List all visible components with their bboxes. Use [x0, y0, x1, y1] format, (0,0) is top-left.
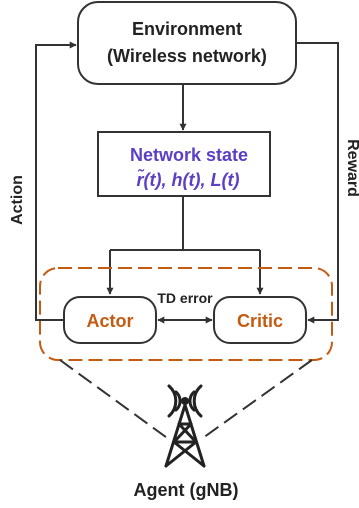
- agent-group-box: [39, 267, 333, 361]
- agent-link-right: [199, 359, 313, 441]
- actor-label: Actor: [86, 311, 133, 331]
- network-state-vars: r̃(t), h(t), L(t): [137, 168, 240, 190]
- reward-label: Reward: [344, 139, 359, 197]
- agent-label: Agent (gNB): [134, 480, 239, 500]
- action-label: Action: [9, 175, 26, 225]
- critic-label: Critic: [237, 311, 283, 331]
- critic-box: [213, 296, 307, 344]
- network-state-title: Network state: [130, 145, 248, 165]
- action-path: [35, 41, 77, 321]
- environment-box: [77, 1, 297, 85]
- agent-link-left: [59, 359, 171, 441]
- td-error-label: TD error: [157, 290, 213, 306]
- reward-path: [296, 42, 339, 324]
- environment-subtitle: (Wireless network): [107, 46, 267, 66]
- environment-title: Environment: [132, 19, 242, 39]
- cell-tower-icon: [164, 384, 206, 468]
